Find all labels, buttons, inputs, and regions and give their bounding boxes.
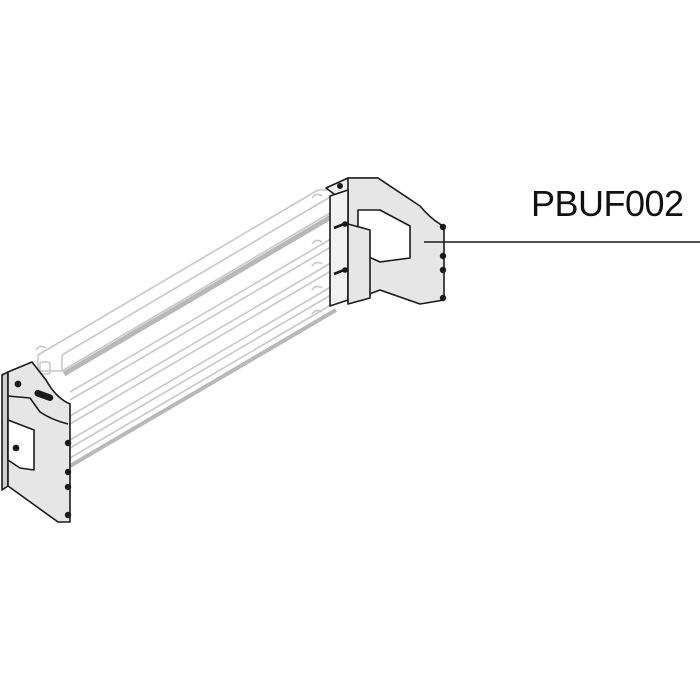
busbars xyxy=(35,189,343,468)
callout-label: PBUF002 xyxy=(531,183,684,224)
right-end-bracket xyxy=(325,177,447,307)
left-end-bracket xyxy=(1,361,72,523)
